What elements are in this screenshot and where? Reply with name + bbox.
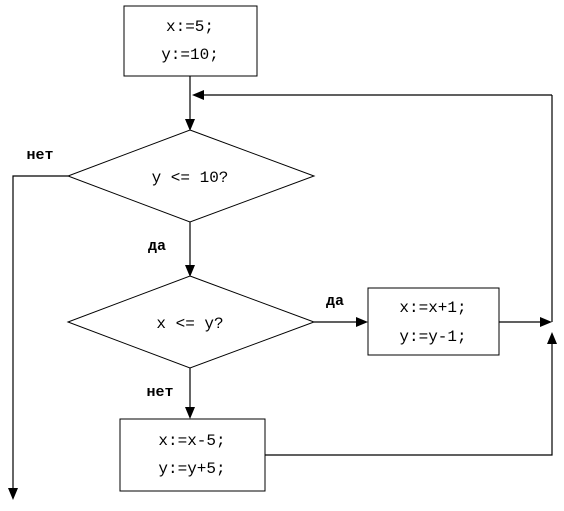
init-block xyxy=(123,5,258,77)
increment-line-2: y:=y-1; xyxy=(399,328,466,346)
exit-line xyxy=(12,175,68,490)
arrowhead-down xyxy=(185,407,195,419)
arrowhead-left xyxy=(192,90,204,100)
condition-outer-no-label: нет xyxy=(26,147,53,164)
arrowhead-right xyxy=(540,317,552,327)
arrowhead-down xyxy=(185,119,195,131)
condition-inner-no-label: нет xyxy=(146,384,173,401)
init-line-2: y:=10; xyxy=(161,46,219,64)
increment-block xyxy=(367,287,500,356)
arrowhead-down xyxy=(185,265,195,277)
init-line-1: x:=5; xyxy=(166,18,214,36)
arrowhead-exit xyxy=(8,488,18,500)
condition-inner-text: x <= y? xyxy=(156,315,223,333)
condition-outer-yes-label: да xyxy=(148,238,166,255)
increment-line-1: x:=x+1; xyxy=(399,299,466,317)
arrowhead-up xyxy=(547,332,557,344)
connector-decrement-to-loop xyxy=(265,342,553,456)
decrement-block xyxy=(119,418,266,492)
condition-inner-yes-label: да xyxy=(326,293,344,310)
decrement-line-2: y:=y+5; xyxy=(158,460,225,478)
decrement-line-1: x:=x-5; xyxy=(158,432,225,450)
condition-outer-text: y <= 10? xyxy=(152,169,229,187)
arrowhead-right xyxy=(356,317,368,327)
